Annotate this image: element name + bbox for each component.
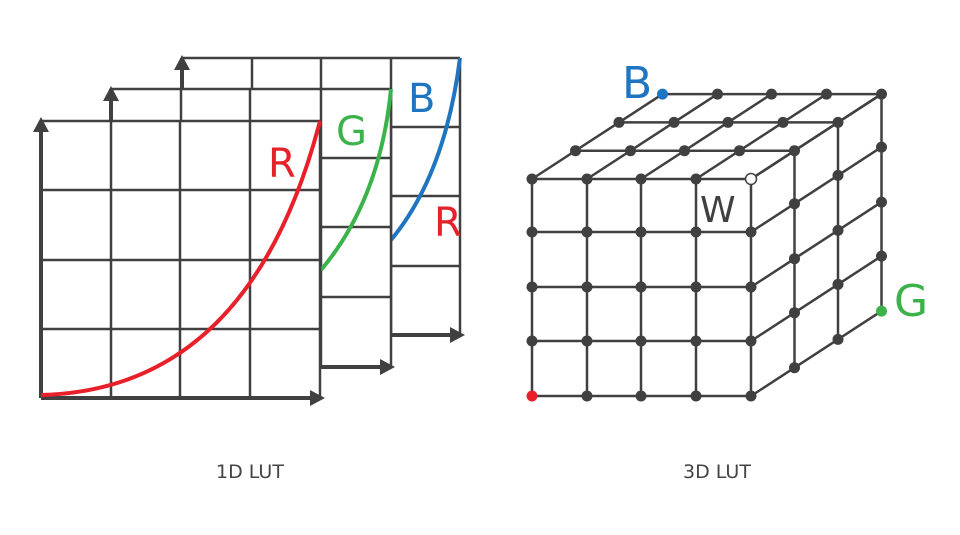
lattice-node — [722, 116, 734, 128]
lattice-node — [635, 226, 647, 238]
lattice-node — [745, 226, 757, 238]
cube-edge — [750, 146, 883, 234]
lattice-node — [789, 253, 800, 265]
lattice-node — [581, 226, 593, 238]
lattice-node — [526, 226, 538, 238]
lattice-node — [745, 390, 757, 402]
lattice-node — [690, 226, 702, 238]
cube-edge — [750, 201, 883, 289]
cube-green-label: G — [894, 276, 928, 327]
white-corner-node — [744, 172, 758, 186]
red-corner-node — [526, 390, 538, 402]
back-plane-y-arrow-icon — [174, 55, 190, 70]
cube-edge — [695, 93, 828, 181]
cube-edge — [750, 255, 883, 343]
lattice-node — [832, 116, 844, 128]
back-red-label: R — [434, 200, 462, 246]
lattice-node — [613, 116, 625, 128]
lattice-node — [635, 173, 647, 185]
one-d-lut-caption: 1D LUT — [216, 461, 284, 483]
lattice-node — [745, 335, 757, 347]
lattice-node — [570, 145, 581, 157]
front-plane-x-arrow-icon — [310, 390, 325, 406]
lattice-node — [581, 390, 593, 402]
blue-corner-node — [657, 88, 668, 100]
cube-edge — [750, 93, 883, 181]
lattice-node — [581, 173, 593, 185]
lattice-node — [876, 250, 887, 262]
lattice-node — [821, 88, 832, 100]
lattice-node — [526, 281, 538, 293]
lattice-node — [832, 224, 844, 236]
lattice-node — [777, 116, 789, 128]
front-red-label: R — [268, 141, 296, 187]
lattice-node — [690, 335, 702, 347]
three-d-lut-cube — [526, 88, 887, 402]
lattice-node — [876, 88, 887, 100]
lattice-node — [635, 335, 647, 347]
cube-edge — [531, 93, 664, 181]
lattice-node — [690, 173, 702, 185]
middle-green-label: G — [336, 109, 367, 155]
lattice-node — [789, 145, 800, 157]
back-blue-label: B — [408, 76, 435, 122]
lattice-node — [635, 390, 647, 402]
red-curve — [40, 120, 322, 397]
lattice-node — [526, 173, 538, 185]
lattice-node — [679, 145, 690, 157]
middle-plane-y-arrow-icon — [103, 86, 119, 101]
blue-curve — [389, 57, 462, 242]
lattice-node — [789, 198, 800, 210]
cube-edge — [640, 93, 773, 181]
cube-blue-label: B — [622, 58, 652, 109]
lattice-node — [876, 141, 887, 153]
green-curve — [319, 88, 393, 272]
lattice-node — [526, 335, 538, 347]
lattice-node — [832, 333, 844, 345]
three-d-lut-caption: 3D LUT — [683, 461, 751, 483]
lattice-node — [734, 145, 745, 157]
lattice-node — [789, 307, 800, 319]
lattice-node — [832, 278, 844, 290]
lattice-node — [581, 281, 593, 293]
front-plane-grid — [39, 119, 322, 400]
lattice-node — [876, 196, 887, 208]
lattice-node — [690, 390, 702, 402]
lattice-node — [832, 169, 844, 181]
lattice-node — [789, 362, 800, 374]
cube-edge — [586, 93, 719, 181]
one-d-lut-diagram: B R G — [33, 55, 465, 406]
lattice-node — [766, 88, 777, 100]
lattice-node — [625, 145, 636, 157]
lattice-node — [712, 88, 723, 100]
front-plane-y-arrow-icon — [33, 117, 49, 132]
middle-plane-x-arrow-icon — [380, 359, 395, 375]
cube-white-label: W — [700, 190, 736, 231]
green-corner-node — [876, 305, 887, 317]
lattice-node — [745, 281, 757, 293]
back-plane-x-arrow-icon — [450, 327, 465, 343]
cube-edge — [750, 310, 883, 398]
lattice-node — [668, 116, 680, 128]
lattice-node — [690, 281, 702, 293]
lattice-node — [635, 281, 647, 293]
lattice-node — [581, 335, 593, 347]
